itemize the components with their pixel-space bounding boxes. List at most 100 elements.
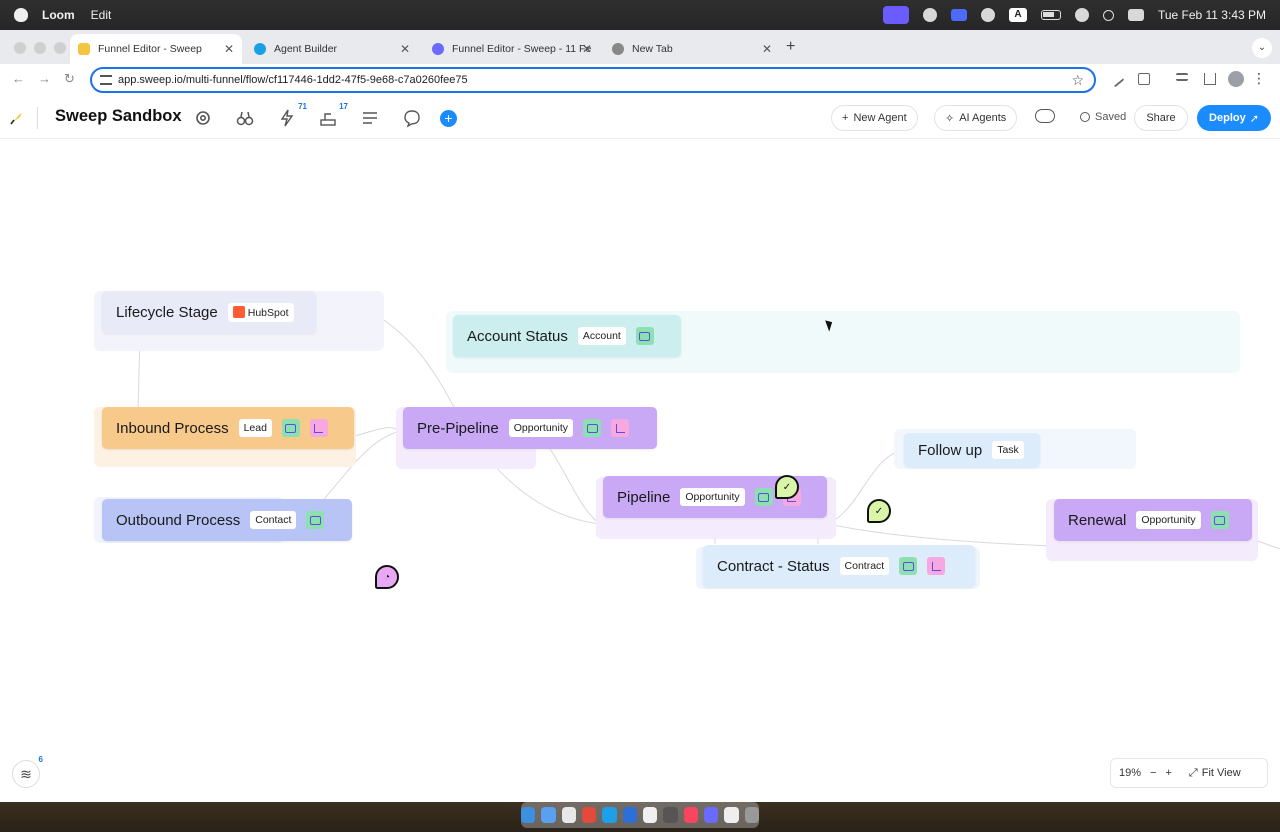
minimize-window-button[interactable] <box>34 42 46 54</box>
maximize-window-button[interactable] <box>54 42 66 54</box>
gear-icon[interactable] <box>922 8 937 22</box>
chat-bubble-icon[interactable] <box>402 108 422 128</box>
address-bar[interactable]: app.sweep.io/multi-funnel/flow/cf117446-… <box>90 67 1096 93</box>
zoom-app-icon[interactable] <box>622 807 637 823</box>
lightning-icon[interactable]: 71 <box>277 102 307 128</box>
input-source-icon[interactable]: A <box>1008 8 1027 22</box>
salesforce-object-icon[interactable] <box>281 419 300 437</box>
tab-agent-builder[interactable]: Agent Builder ✕ <box>246 34 418 64</box>
share-button[interactable]: Share <box>1134 105 1188 131</box>
play-icon[interactable] <box>980 8 995 22</box>
close-tab-icon[interactable]: ✕ <box>581 42 592 56</box>
salesforce-object-icon[interactable] <box>306 511 325 529</box>
workspace-title[interactable]: Sweep Sandbox <box>55 107 182 125</box>
back-icon[interactable]: ← <box>12 71 25 86</box>
automation-flow-icon[interactable] <box>309 419 328 437</box>
chrome-icon[interactable] <box>561 807 577 823</box>
slack-icon[interactable] <box>703 807 719 823</box>
chevron-down-icon[interactable]: ⌄ <box>1252 38 1272 58</box>
salesforce-object-icon[interactable] <box>754 488 773 506</box>
close-window-button[interactable] <box>14 42 26 54</box>
media-controls-icon[interactable] <box>1176 73 1188 81</box>
macos-menubar: Loom Edit A Tue Feb 11 3:43 PM <box>0 0 1280 30</box>
expand-icon: ⤢ <box>1188 766 1198 779</box>
node-follow-up[interactable]: Follow up Task <box>904 433 1040 467</box>
zoom-out-button[interactable]: − <box>1150 767 1157 779</box>
cloud-icon[interactable] <box>1035 109 1055 123</box>
close-tab-icon[interactable]: ✕ <box>223 42 234 56</box>
forward-icon[interactable]: → <box>38 71 51 86</box>
pencil-icon[interactable] <box>1107 70 1125 88</box>
close-tab-icon[interactable]: ✕ <box>761 42 772 56</box>
list-icon[interactable] <box>360 108 380 128</box>
site-settings-icon[interactable] <box>100 75 112 85</box>
binoculars-icon[interactable] <box>235 108 255 128</box>
salesforce-object-icon[interactable] <box>1210 511 1229 529</box>
trash-icon[interactable] <box>744 807 759 823</box>
add-button[interactable]: + <box>440 110 457 127</box>
node-renewal[interactable]: Renewal Opportunity <box>1054 499 1252 541</box>
deploy-tool-icon[interactable]: 17 <box>318 102 348 128</box>
spotlight-search-icon[interactable] <box>1102 9 1114 21</box>
documents-icon[interactable] <box>724 807 739 823</box>
screen-record-icon[interactable] <box>882 6 909 24</box>
calendar-icon[interactable] <box>582 807 597 823</box>
download-icon[interactable] <box>1204 73 1216 85</box>
node-title: Follow up <box>918 441 983 459</box>
ai-agents-label: AI Agents <box>959 112 1007 124</box>
node-lifecycle-stage[interactable]: Lifecycle Stage HubSpot <box>102 291 316 333</box>
menubar-datetime[interactable]: Tue Feb 11 3:43 PM <box>1157 8 1266 22</box>
layers-badge: 6 <box>38 755 43 764</box>
apple-icon[interactable] <box>14 8 28 22</box>
automation-flow-icon[interactable] <box>927 557 946 575</box>
notes-icon[interactable] <box>643 807 658 823</box>
automation-flow-icon[interactable] <box>611 419 629 437</box>
tab-new-tab[interactable]: New Tab ✕ <box>604 34 780 64</box>
layers-button[interactable]: ≋ 6 <box>12 755 43 788</box>
comment-bubble-icon[interactable]: ✓ <box>775 475 799 499</box>
clock-icon <box>1080 112 1090 122</box>
ai-agents-button[interactable]: ✧ AI Agents <box>934 105 1018 131</box>
salesforce-object-icon[interactable] <box>635 327 654 345</box>
node-pre-pipeline[interactable]: Pre-Pipeline Opportunity <box>403 407 657 449</box>
extensions-icon[interactable] <box>1138 73 1150 85</box>
tab-funnel-editor[interactable]: Funnel Editor - Sweep ✕ <box>70 34 242 64</box>
node-title: Pipeline <box>617 488 671 506</box>
saved-status: Saved <box>1080 111 1126 123</box>
zoom-in-button[interactable]: + <box>1165 767 1172 779</box>
close-tab-icon[interactable]: ✕ <box>399 42 410 56</box>
node-outbound-process[interactable]: Outbound Process Contact <box>102 499 352 541</box>
battery-icon[interactable] <box>1040 10 1061 20</box>
profile-avatar[interactable] <box>1228 71 1244 87</box>
comment-bubble-icon[interactable]: ◔ <box>375 565 399 589</box>
window-controls <box>14 42 66 54</box>
fit-view-button[interactable]: ⤢ Fit View <box>1189 767 1241 780</box>
node-account-status[interactable]: Account Status Account <box>453 315 681 357</box>
reload-icon[interactable]: ↻ <box>64 71 75 86</box>
new-agent-button[interactable]: + New Agent <box>831 105 918 131</box>
node-contract-status[interactable]: Contract - Status Contract <box>703 545 975 587</box>
deploy-button[interactable]: Deploy ➚ <box>1197 105 1271 131</box>
node-inbound-process[interactable]: Inbound Process Lead <box>102 407 354 449</box>
menubar-edit[interactable]: Edit <box>90 8 112 22</box>
sweep-logo-icon[interactable] <box>10 111 24 125</box>
more-options-icon[interactable]: ⋮ <box>1252 70 1266 86</box>
music-icon[interactable] <box>683 807 698 823</box>
safari-icon[interactable] <box>541 807 556 823</box>
settings-gear-icon[interactable] <box>193 108 213 128</box>
comment-bubble-icon[interactable]: ✓ <box>867 499 891 523</box>
zoom-icon[interactable] <box>950 9 967 21</box>
funnel-canvas[interactable]: Lifecycle Stage HubSpot Account Status A… <box>0 139 1280 802</box>
wifi-icon[interactable] <box>1074 8 1089 22</box>
salesforce-object-icon[interactable] <box>899 557 918 575</box>
zoom-controls: 19% − + ⤢ Fit View <box>1110 758 1268 788</box>
tab-funnel-editor-2[interactable]: Funnel Editor - Sweep - 11 Fe ✕ <box>424 34 600 64</box>
bookmark-star-icon[interactable]: ☆ <box>1071 72 1084 88</box>
salesforce-object-icon[interactable] <box>583 419 601 437</box>
menubar-app-name[interactable]: Loom <box>42 8 75 22</box>
finder-icon[interactable] <box>521 807 536 823</box>
control-center-icon[interactable] <box>1127 9 1144 21</box>
mail-icon[interactable] <box>602 807 617 823</box>
system-settings-icon[interactable] <box>663 807 678 823</box>
new-tab-icon[interactable]: + <box>786 38 796 55</box>
